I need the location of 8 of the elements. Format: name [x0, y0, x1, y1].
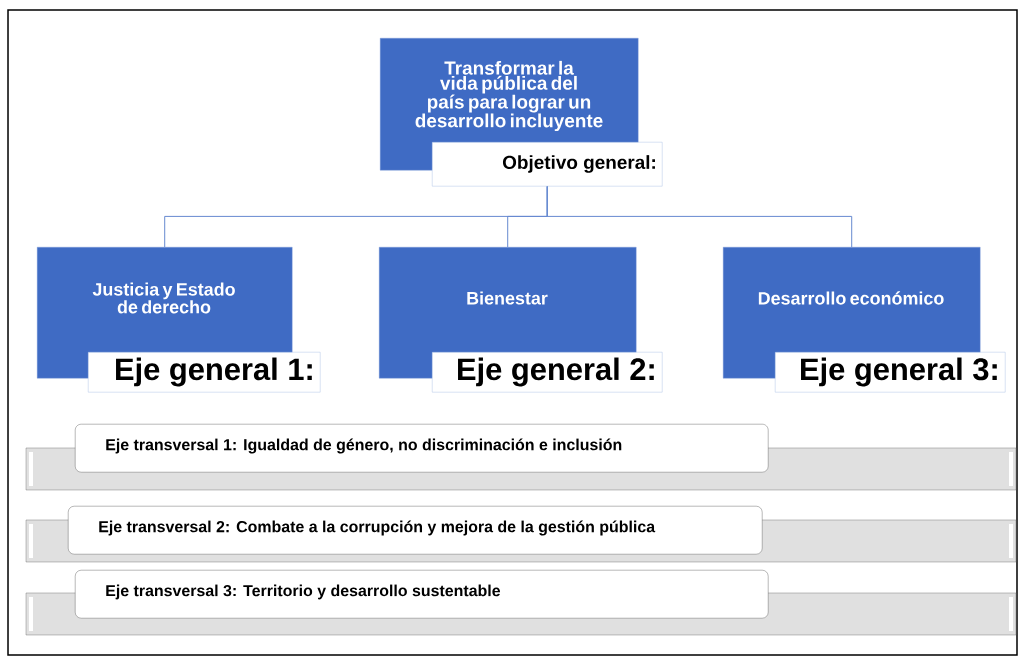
label-box: Eje general 1: [88, 352, 321, 393]
axis-band: Eje transversal 1: Igualdad de género, no discriminación e inclusión [25, 424, 1017, 491]
label-box: Eje general 3: [775, 352, 1006, 393]
label-box: Eje general 2: [432, 352, 663, 393]
axis-band: Eje transversal 2: Combate a la corrupción y mejora de la gestión pública [25, 506, 1017, 563]
label-box: Objetivo general: [432, 142, 663, 187]
axis-band: Eje transversal 3: Territorio y desarrollo sustentable [25, 570, 1017, 636]
connector [546, 185, 853, 248]
